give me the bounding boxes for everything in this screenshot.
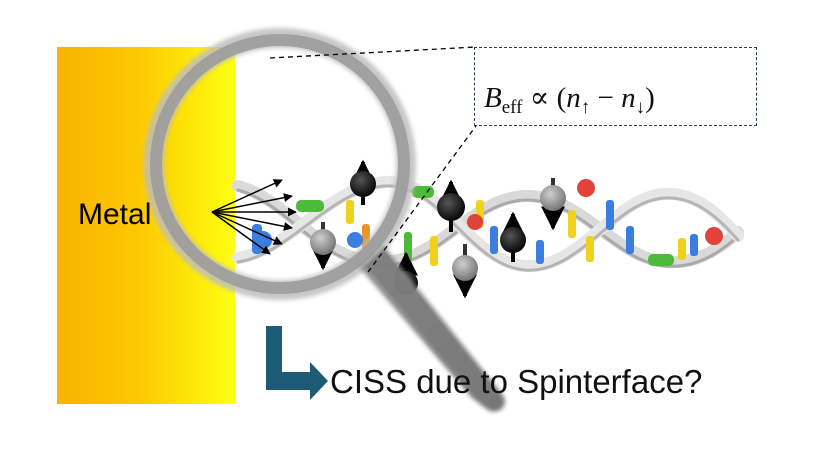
dna-node [347,232,363,248]
injection-arrows [211,179,297,255]
metal-slab [57,47,235,404]
base-pair [296,200,324,212]
base-pair [568,210,576,238]
base-pair [490,226,498,254]
eq-n-up: n [566,82,581,114]
dna-node [254,231,272,249]
equation-box [474,47,757,126]
base-pair [536,240,544,264]
eq-lparen: ( [556,82,567,114]
magnifier-rim [150,34,410,294]
magnifier-handle-core [366,250,496,402]
eq-down: ↓ [635,97,646,118]
base-pair [586,236,594,262]
dna-backbone-b [232,175,744,273]
base-pair [648,254,674,266]
dna-node [577,179,595,197]
base-pair [626,226,634,254]
zoom-line-bottom [367,125,477,273]
base-pair [412,186,434,198]
bent-arrow-icon [266,326,328,400]
zoom-line-top [269,46,477,59]
spin-up-3 [500,211,526,262]
ciss-question: CISS due to Spinterface? [330,363,703,400]
base-pair [690,234,698,256]
metal-label: Metal [78,198,152,231]
eq-prop: ∝ [529,82,550,114]
spin-down-3 [540,178,566,231]
dna-helix [232,175,744,273]
base-pair [678,238,686,260]
base-pair [606,200,614,230]
dna-node [467,214,483,230]
eq-eff: eff [501,97,523,118]
spin-up-2 [437,179,465,232]
spin-up-1 [350,159,376,205]
eq-B: B [484,82,502,114]
eq-minus: − [597,82,614,114]
magnifier-icon [144,28,505,412]
base-pair [430,236,438,266]
dna-backbone-b-shade [236,184,740,272]
spin-down-2 [452,244,478,299]
base-pair [346,200,354,224]
spin-down-1 [310,222,336,271]
eq-n-down: n [621,82,636,114]
eq-rparen: ) [645,82,655,114]
dna-node [705,227,723,245]
eq-up: ↑ [580,97,591,118]
effective-field-equation: Beff ∝ (n↑ − n↓) [484,80,655,118]
